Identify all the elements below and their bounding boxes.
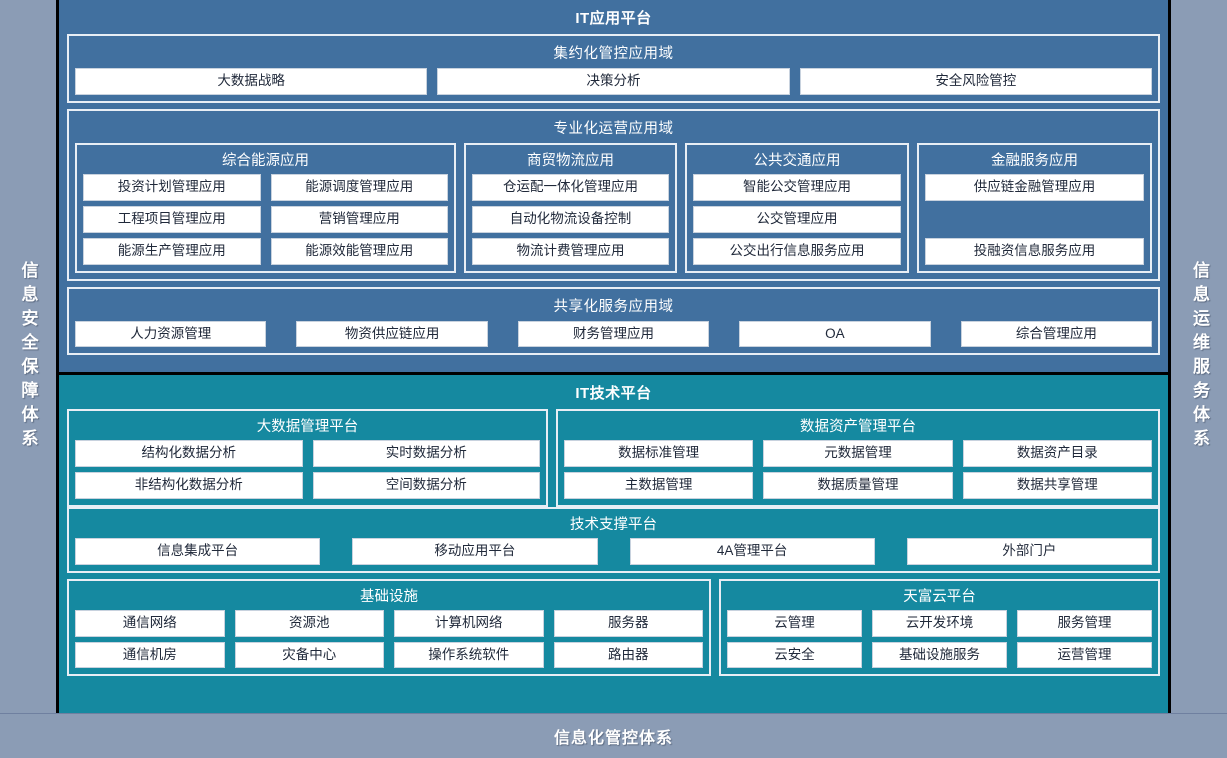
group-tech-support-platform-title: 技术支撑平台 xyxy=(570,516,657,533)
chip-data-asset-catalog[interactable]: 数据资产目录 xyxy=(962,440,1152,467)
group-integrated-energy: 综合能源应用 投资计划管理应用 能源调度管理应用 工程项目管理应用 营销管理应用… xyxy=(75,142,456,273)
chip-computer-network[interactable]: 计算机网络 xyxy=(394,609,544,637)
chip-service-mgmt[interactable]: 服务管理 xyxy=(1017,609,1152,637)
chip-integrated-warehouse-transport[interactable]: 仓运配一体化管理应用 xyxy=(472,173,669,201)
group-trade-logistics-items: 仓运配一体化管理应用 自动化物流设备控制 物流计费管理应用 xyxy=(472,173,669,265)
chip-integrated-mgmt[interactable]: 综合管理应用 xyxy=(960,320,1153,348)
chip-disaster-recovery-center[interactable]: 灾备中心 xyxy=(234,641,384,669)
chip-energy-dispatch-mgmt[interactable]: 能源调度管理应用 xyxy=(270,173,448,201)
domain-professional-operations: 专业化运营应用域 综合能源应用 投资计划管理应用 能源调度管理应用 工程项目管理… xyxy=(67,108,1160,281)
chip-hr-mgmt[interactable]: 人力资源管理 xyxy=(75,320,267,348)
tech-platform-top-row: 大数据管理平台 结构化数据分析 实时数据分析 非结构化数据分析 空间数据分析 数… xyxy=(67,409,1160,507)
chip-info-integration-platform[interactable]: 信息集成平台 xyxy=(75,537,321,565)
chip-big-data-strategy[interactable]: 大数据战略 xyxy=(75,68,428,95)
main-column: IT应用平台 集约化管控应用域 大数据战略 决策分析 安全风险管控 专业化运营应… xyxy=(56,0,1171,714)
chip-finance-mgmt[interactable]: 财务管理应用 xyxy=(517,320,710,348)
it-technology-platform-title: IT技术平台 xyxy=(575,385,652,402)
chip-cloud-mgmt[interactable]: 云管理 xyxy=(727,609,862,637)
chip-supply-chain-finance-mgmt[interactable]: 供应链金融管理应用 xyxy=(925,173,1144,201)
group-infrastructure-title: 基础设施 xyxy=(360,588,418,605)
domain-intensive-control: 集约化管控应用域 大数据战略 决策分析 安全风险管控 xyxy=(67,34,1160,103)
left-side-band: 信息安全保障体系 xyxy=(0,0,56,714)
chip-infrastructure-service[interactable]: 基础设施服务 xyxy=(872,641,1007,669)
chip-security-risk-control[interactable]: 安全风险管控 xyxy=(799,68,1152,95)
right-side-band-label: 信息运维服务体系 xyxy=(1190,261,1209,453)
chip-operations-mgmt[interactable]: 运营管理 xyxy=(1017,641,1152,669)
group-data-asset-mgmt-platform-items: 数据标准管理 元数据管理 数据资产目录 主数据管理 数据质量管理 数据共享管理 xyxy=(564,440,1152,499)
group-tianfu-cloud-platform-items: 云管理 云开发环境 服务管理 云安全 基础设施服务 运营管理 xyxy=(727,609,1152,669)
group-public-transit-items: 智能公交管理应用 公交管理应用 公交出行信息服务应用 xyxy=(693,173,901,265)
chip-structured-data-analysis[interactable]: 结构化数据分析 xyxy=(75,440,303,467)
group-tech-support-platform: 技术支撑平台 信息集成平台 移动应用平台 4A管理平台 外部门户 xyxy=(67,506,1160,573)
it-technology-platform: IT技术平台 大数据管理平台 结构化数据分析 实时数据分析 非结构化数据分析 空… xyxy=(59,372,1168,714)
chip-material-supply-chain[interactable]: 物资供应链应用 xyxy=(296,320,488,348)
tech-platform-bottom-row: 基础设施 通信网络 资源池 计算机网络 服务器 通信机房 灾备中心 操作系统软件… xyxy=(67,578,1160,677)
domain-intensive-control-title: 集约化管控应用域 xyxy=(553,46,674,62)
chip-master-data-mgmt[interactable]: 主数据管理 xyxy=(564,471,754,499)
chip-energy-efficiency-mgmt[interactable]: 能源效能管理应用 xyxy=(270,237,448,265)
group-public-transit-title: 公共交通应用 xyxy=(753,152,841,169)
chip-os-software[interactable]: 操作系统软件 xyxy=(394,641,544,669)
group-infrastructure-items: 通信网络 资源池 计算机网络 服务器 通信机房 灾备中心 操作系统软件 路由器 xyxy=(75,609,703,669)
chip-smart-bus-mgmt[interactable]: 智能公交管理应用 xyxy=(693,173,901,201)
chip-oa[interactable]: OA xyxy=(739,320,931,348)
chip-automated-logistics-equipment[interactable]: 自动化物流设备控制 xyxy=(472,205,669,233)
chip-decision-analysis[interactable]: 决策分析 xyxy=(437,68,790,95)
group-big-data-mgmt-platform: 大数据管理平台 结构化数据分析 实时数据分析 非结构化数据分析 空间数据分析 xyxy=(67,409,548,507)
group-financial-services: 金融服务应用 供应链金融管理应用 投融资信息服务应用 xyxy=(917,142,1152,273)
chip-data-sharing-mgmt[interactable]: 数据共享管理 xyxy=(962,471,1152,499)
it-application-platform-title: IT应用平台 xyxy=(575,10,652,27)
chip-router[interactable]: 路由器 xyxy=(553,641,703,669)
chip-cloud-security[interactable]: 云安全 xyxy=(727,641,862,669)
group-trade-logistics: 商贸物流应用 仓运配一体化管理应用 自动化物流设备控制 物流计费管理应用 xyxy=(464,142,677,273)
chip-marketing-mgmt[interactable]: 营销管理应用 xyxy=(270,205,448,233)
chip-metadata-mgmt[interactable]: 元数据管理 xyxy=(763,440,953,467)
group-tech-support-platform-items: 信息集成平台 移动应用平台 4A管理平台 外部门户 xyxy=(75,537,1152,565)
bottom-bar-label: 信息化管控体系 xyxy=(553,730,673,747)
chip-bus-travel-info-service[interactable]: 公交出行信息服务应用 xyxy=(693,237,901,265)
domain-professional-operations-title: 专业化运营应用域 xyxy=(553,120,674,137)
right-side-band: 信息运维服务体系 xyxy=(1172,0,1227,714)
left-side-band-label: 信息安全保障体系 xyxy=(18,261,38,453)
domain-intensive-control-items: 大数据战略 决策分析 安全风险管控 xyxy=(75,68,1152,95)
group-infrastructure: 基础设施 通信网络 资源池 计算机网络 服务器 通信机房 灾备中心 操作系统软件… xyxy=(67,578,711,677)
domain-shared-services-title: 共享化服务应用域 xyxy=(553,298,674,315)
chip-resource-pool[interactable]: 资源池 xyxy=(234,609,384,637)
group-big-data-mgmt-platform-items: 结构化数据分析 实时数据分析 非结构化数据分析 空间数据分析 xyxy=(75,440,540,499)
group-trade-logistics-title: 商贸物流应用 xyxy=(527,152,614,169)
domain-professional-operations-groups: 综合能源应用 投资计划管理应用 能源调度管理应用 工程项目管理应用 营销管理应用… xyxy=(75,142,1152,273)
chip-data-standard-mgmt[interactable]: 数据标准管理 xyxy=(564,440,754,467)
chip-communication-room[interactable]: 通信机房 xyxy=(75,641,225,669)
it-application-platform: IT应用平台 集约化管控应用域 大数据战略 决策分析 安全风险管控 专业化运营应… xyxy=(59,0,1168,372)
chip-data-quality-mgmt[interactable]: 数据质量管理 xyxy=(763,471,953,499)
bottom-bar: 信息化管控体系 xyxy=(0,713,1227,758)
group-tianfu-cloud-platform: 天富云平台 云管理 云开发环境 服务管理 云安全 基础设施服务 运营管理 xyxy=(719,578,1160,677)
chip-mobile-app-platform[interactable]: 移动应用平台 xyxy=(352,537,598,565)
chip-4a-mgmt-platform[interactable]: 4A管理平台 xyxy=(629,537,875,565)
chip-investment-financing-info-service[interactable]: 投融资信息服务应用 xyxy=(925,237,1144,265)
chip-realtime-data-analysis[interactable]: 实时数据分析 xyxy=(312,440,540,467)
group-big-data-mgmt-platform-title: 大数据管理平台 xyxy=(256,419,359,435)
chip-engineering-project-mgmt[interactable]: 工程项目管理应用 xyxy=(83,205,261,233)
chip-unstructured-data-analysis[interactable]: 非结构化数据分析 xyxy=(75,471,303,499)
chip-communication-network[interactable]: 通信网络 xyxy=(75,609,225,637)
group-financial-services-items: 供应链金融管理应用 投融资信息服务应用 xyxy=(925,173,1144,265)
group-integrated-energy-title: 综合能源应用 xyxy=(222,152,309,169)
group-tianfu-cloud-platform-title: 天富云平台 xyxy=(903,588,976,605)
chip-investment-plan-mgmt[interactable]: 投资计划管理应用 xyxy=(83,173,261,201)
chip-logistics-billing-mgmt[interactable]: 物流计费管理应用 xyxy=(472,237,669,265)
group-data-asset-mgmt-platform-title: 数据资产管理平台 xyxy=(800,419,916,435)
group-data-asset-mgmt-platform: 数据资产管理平台 数据标准管理 元数据管理 数据资产目录 主数据管理 数据质量管… xyxy=(556,409,1160,507)
chip-external-portal[interactable]: 外部门户 xyxy=(906,537,1152,565)
chip-server[interactable]: 服务器 xyxy=(553,609,703,637)
group-public-transit: 公共交通应用 智能公交管理应用 公交管理应用 公交出行信息服务应用 xyxy=(685,142,909,273)
chip-energy-production-mgmt[interactable]: 能源生产管理应用 xyxy=(83,237,261,265)
group-financial-services-title: 金融服务应用 xyxy=(991,152,1078,169)
domain-shared-services: 共享化服务应用域 人力资源管理 物资供应链应用 财务管理应用 OA 综合管理应用 xyxy=(67,286,1160,356)
chip-spatial-data-analysis[interactable]: 空间数据分析 xyxy=(312,471,540,499)
group-integrated-energy-items: 投资计划管理应用 能源调度管理应用 工程项目管理应用 营销管理应用 能源生产管理… xyxy=(83,173,448,265)
chip-bus-mgmt[interactable]: 公交管理应用 xyxy=(693,205,901,233)
domain-shared-services-items: 人力资源管理 物资供应链应用 财务管理应用 OA 综合管理应用 xyxy=(75,320,1153,348)
chip-cloud-dev-environment[interactable]: 云开发环境 xyxy=(872,609,1007,637)
